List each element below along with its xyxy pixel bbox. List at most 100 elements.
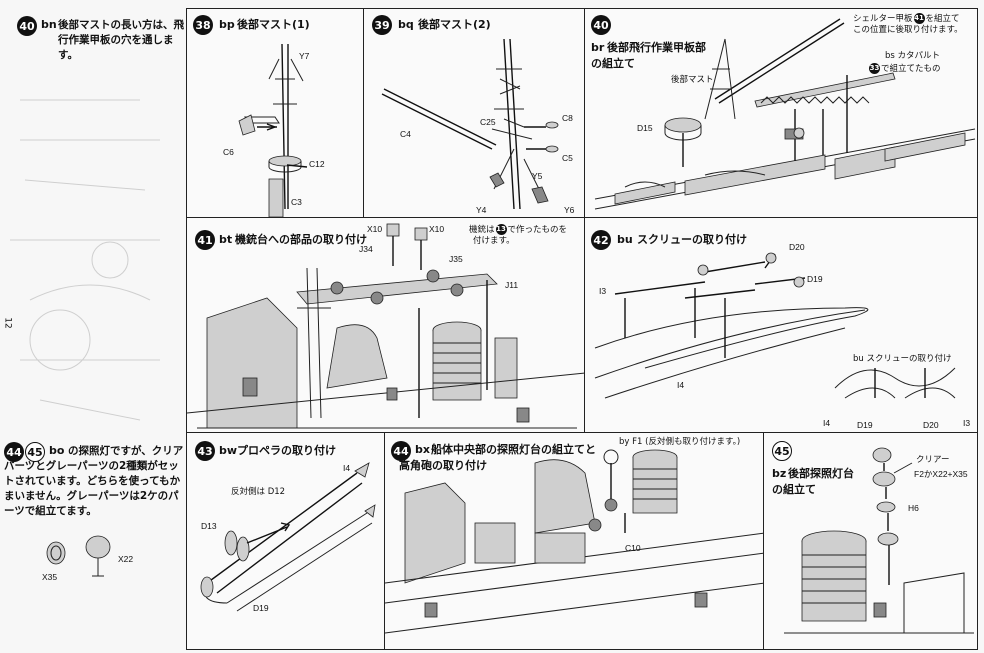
step-39-title: 後部マスト(2)	[418, 18, 491, 31]
inset-label-I3: I3	[963, 418, 971, 428]
step-40b-title-line2: の組立て	[591, 57, 635, 70]
reverse-side-label: 反対側は D12	[231, 487, 286, 497]
screw-drawing	[594, 252, 956, 399]
step-43-title: プロペラの取り付け	[237, 444, 336, 457]
screw-inset-label: bu スクリューの取り付け	[853, 354, 952, 364]
step-44-note: by F1 (反対側も取り付けます。)	[619, 437, 741, 447]
step-45-code: bz	[772, 467, 787, 480]
step-44-title-line2: 高角砲の取り付け	[399, 459, 487, 472]
step-badge-38: 38	[193, 15, 213, 35]
step-badge-44: 44	[391, 441, 411, 461]
part-label-X10-a: X10	[367, 224, 383, 234]
step-badge-42: 42	[591, 230, 611, 250]
part-label-D19: D19	[807, 274, 823, 284]
step-badge-43: 43	[195, 441, 215, 461]
part-label-I4: I4	[677, 380, 685, 390]
panel-step-42: 42 bu スクリューの取り付け D20 D19 I3 I4 bu スクリューの…	[584, 217, 978, 433]
rear-deck-drawing	[594, 18, 976, 210]
step-bo-code: bo	[49, 444, 65, 457]
part-label-C6: C6	[223, 147, 234, 157]
rear-mast-label: 後部マスト	[671, 75, 714, 85]
part-label-C8: C8	[562, 113, 573, 123]
midship-drawing	[385, 449, 763, 634]
panel-step-45: 45 bz 後部探照灯台 の組立て クリアー F2かX22+X35 H6	[763, 432, 978, 650]
step-44-code: bx	[415, 443, 430, 456]
step-42-code: bu	[617, 233, 633, 246]
step-45-title-line2: の組立て	[772, 483, 816, 496]
step-40a-text: 後部マストの長い方は、飛行作業甲板の穴を通します。	[58, 19, 184, 61]
step-39-code: bq	[398, 18, 414, 31]
part-label-Y6: Y6	[564, 205, 575, 215]
ref-badge-41: 41	[913, 13, 925, 24]
part-label-J11: J11	[505, 280, 519, 290]
inset-label-I4: I4	[823, 418, 831, 428]
part-label-D15: D15	[637, 123, 653, 133]
searchlight-parts-drawing	[46, 535, 111, 577]
panel-step-43: 43 bw プロペラの取り付け I4 反対側は D12 D13 D19	[186, 432, 385, 650]
part-label-C4: C4	[400, 129, 411, 139]
ref-badge-33: 33	[869, 63, 880, 74]
step-45-title-line1: 後部探照灯台	[788, 467, 854, 480]
step-40b-title-line1: 後部飛行作業甲板部	[607, 41, 706, 54]
step-badge-40a: 40	[17, 16, 37, 36]
catapult-label: bs カタパルト	[885, 51, 941, 61]
part-label-C10: C10	[625, 543, 641, 553]
part-label-D20: D20	[789, 242, 805, 252]
inset-label-D19: D19	[857, 420, 873, 430]
step-badge-39: 39	[372, 15, 392, 35]
part-label-C5: C5	[562, 153, 573, 163]
propeller-drawing	[200, 462, 376, 612]
part-label-C12: C12	[309, 159, 325, 169]
part-label-C3: C3	[291, 197, 302, 207]
gun-platform-drawing	[187, 223, 584, 429]
step-38-title: 後部マスト(1)	[237, 18, 310, 31]
clear-parts-label: F2かX22+X35	[914, 469, 968, 479]
clear-label: クリアー	[916, 455, 950, 465]
ref-badge-13: 13	[495, 224, 507, 235]
step-40b-code: br	[591, 41, 605, 54]
part-label-J35: J35	[449, 254, 463, 264]
part-label-Y4: Y4	[476, 205, 487, 215]
step-44-title-line1: 船体中央部の探照灯台の組立てと	[431, 443, 596, 456]
part-label-C25: C25	[480, 117, 496, 127]
panel-step-38: 38 bp 後部マスト(1) Y7 C6 C12 C3	[186, 8, 364, 218]
step-badge-44-left: 44	[4, 442, 24, 462]
part-label-Y5: Y5	[532, 171, 543, 181]
rear-searchlight-drawing	[784, 447, 974, 634]
part-label-D19-43: D19	[253, 603, 269, 613]
step-bo-text: の探照灯ですが、クリアパーツとグレーパーツの2種類がセットされています。どちらを…	[4, 445, 184, 517]
step-badge-41: 41	[195, 230, 215, 250]
step-badge-40b: 40	[591, 15, 611, 35]
part-label-X22-left: X22	[118, 554, 134, 564]
step-code-bn: bn	[41, 18, 57, 31]
part-label-Y7: Y7	[299, 51, 310, 61]
step-38-code: bp	[219, 18, 235, 31]
shelter-deck-note-2: この位置に後取り付けます。	[853, 25, 963, 35]
part-label-X10-b: X10	[429, 224, 445, 234]
part-label-D13: D13	[201, 521, 217, 531]
panel-step-39: 39 bq 後部マスト(2) C4 C25 C8 C5 Y5 Y4 Y6	[363, 8, 585, 218]
step-41-note-line2: 付けます。	[473, 236, 515, 246]
part-label-X35-left: X35	[42, 572, 58, 582]
step-42-title: スクリューの取り付け	[637, 233, 747, 246]
step-41-title: 機銃台への部品の取り付け	[235, 233, 367, 246]
part-label-I3: I3	[599, 286, 607, 296]
mast-drawing-38	[238, 43, 308, 217]
mast-drawing-39	[381, 38, 559, 210]
step-43-code: bw	[219, 444, 238, 457]
part-label-H6: H6	[908, 503, 919, 513]
step-41-code: bt	[219, 233, 233, 246]
panel-step-44: 44 bx 船体中央部の探照灯台の組立てと 高角砲の取り付け by F1 (反対…	[384, 432, 764, 650]
step-badge-45-left: 45	[25, 442, 45, 462]
part-label-J34: J34	[359, 244, 373, 254]
part-label-I4-43: I4	[343, 463, 351, 473]
faint-background-drawing	[10, 99, 160, 421]
inset-label-D20: D20	[923, 420, 939, 430]
step-badge-45: 45	[772, 441, 792, 461]
